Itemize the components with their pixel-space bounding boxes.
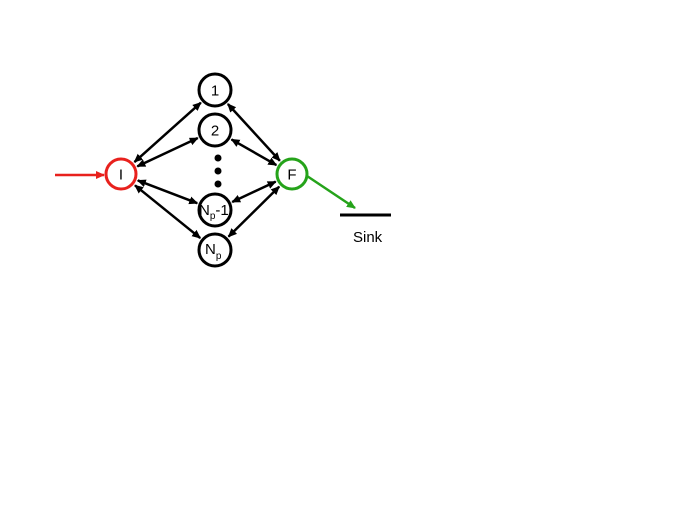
edge-initial-path2 [136,136,199,168]
node-path-1: 1 [197,72,233,108]
edge-pathN-final [227,185,281,238]
edge-path2-final [230,138,278,167]
output-arrow [306,174,356,210]
node-initial-label: I [119,167,123,184]
node-path-2-label: 2 [211,123,219,140]
node-path-np-minus-1: Np-1 [197,192,233,228]
edges-group [133,101,281,240]
edge-initial-pathN [134,184,202,240]
edge-initial-pathNm1 [136,179,199,205]
node-path-np-minus-1-label: Np-1 [199,202,229,222]
node-path-1-label: 1 [211,83,219,100]
node-path-np-label: Np [205,241,222,262]
node-path-2: 2 [197,112,233,148]
edge-pathNm1-final [231,180,277,204]
ellipsis-dots [214,154,222,188]
node-initial: I [104,157,138,191]
node-final-label: F [287,167,296,184]
node-path-np: Np [197,232,233,268]
node-final: F [275,157,309,191]
sink-label: Sink [353,229,383,246]
